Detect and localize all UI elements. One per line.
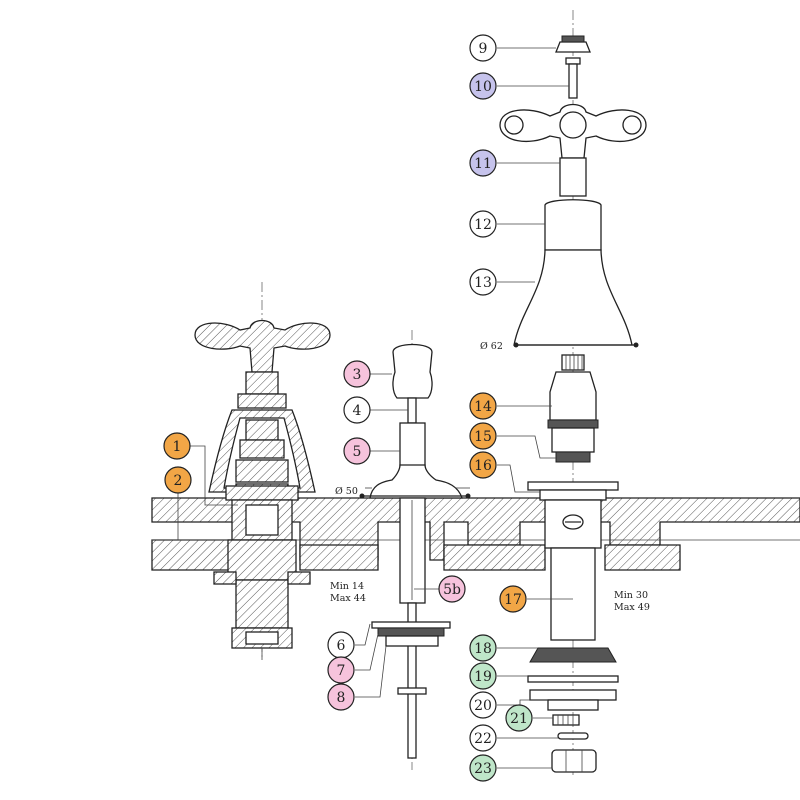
callout-label: 8 <box>337 690 346 706</box>
callout-5b: 5b <box>438 575 466 603</box>
dimension-d62: Ø 62 <box>480 341 639 352</box>
callout-20: 20 <box>469 691 497 719</box>
dim-min-left: Min 14 <box>330 581 364 592</box>
callout-10: 10 <box>469 72 497 100</box>
dim-max-left: Max 44 <box>330 593 366 604</box>
callout-circle <box>469 634 497 662</box>
callout-label: 18 <box>474 641 492 657</box>
callout-label: 1 <box>173 439 182 455</box>
callout-circle <box>469 691 497 719</box>
callout-11: 11 <box>469 149 497 177</box>
callout-label: 16 <box>474 458 492 474</box>
callout-label: 14 <box>474 399 492 415</box>
callout-3: 3 <box>343 360 371 388</box>
callout-circle <box>327 683 355 711</box>
callout-label: 5 <box>353 444 362 460</box>
dim-d62-label: Ø 62 <box>480 341 503 352</box>
callout-4: 4 <box>343 396 371 424</box>
dim-d50-label: Ø 50 <box>335 486 358 497</box>
callout-circle <box>469 662 497 690</box>
callout-label: 23 <box>474 761 492 777</box>
callout-label: 5b <box>443 582 461 598</box>
callout-circle <box>469 210 497 238</box>
callout-circle <box>469 72 497 100</box>
callout-label: 15 <box>474 429 492 445</box>
callout-13: 13 <box>469 268 497 296</box>
dim-max-right: Max 49 <box>614 602 650 613</box>
callout-label: 17 <box>504 592 522 608</box>
callout-label: 13 <box>474 275 492 291</box>
callout-21: 21 <box>505 704 533 732</box>
callout-label: 11 <box>474 156 492 172</box>
callout-label: 21 <box>510 711 528 727</box>
callout-label: 2 <box>174 473 183 489</box>
callout-23: 23 <box>469 754 497 782</box>
callout-label: 22 <box>474 731 492 747</box>
callout-circle <box>469 422 497 450</box>
callout-circle <box>163 432 191 460</box>
callout-circle <box>469 451 497 479</box>
callout-18: 18 <box>469 634 497 662</box>
callout-8: 8 <box>327 683 355 711</box>
callout-circle <box>438 575 466 603</box>
callout-5: 5 <box>343 437 371 465</box>
callout-12: 12 <box>469 210 497 238</box>
callout-label: 10 <box>474 79 492 95</box>
callout-14: 14 <box>469 392 497 420</box>
callout-label: 12 <box>474 217 492 233</box>
callout-circle <box>469 268 497 296</box>
callout-label: 20 <box>474 698 492 714</box>
dim-min-right: Min 30 <box>614 590 648 601</box>
callout-17: 17 <box>499 585 527 613</box>
callout-label: 7 <box>337 663 346 679</box>
dimension-d50: Ø 50 <box>335 486 471 499</box>
callout-circle <box>469 392 497 420</box>
callout-circle <box>164 466 192 494</box>
callout-circle <box>343 360 371 388</box>
callout-16: 16 <box>469 451 497 479</box>
pop-up-assembly <box>365 330 470 770</box>
callout-label: 3 <box>353 367 362 383</box>
callout-label: 19 <box>474 669 492 685</box>
callout-circle <box>469 34 497 62</box>
callout-1: 1 <box>163 432 191 460</box>
callout-circle <box>343 437 371 465</box>
callout-19: 19 <box>469 662 497 690</box>
callout-label: 4 <box>353 403 362 419</box>
callout-6: 6 <box>327 631 355 659</box>
leader-lines <box>177 47 573 769</box>
right-tap-exploded <box>499 10 647 775</box>
callout-circle <box>469 724 497 752</box>
callout-circle <box>469 149 497 177</box>
callout-circle <box>343 396 371 424</box>
callout-2: 2 <box>164 466 192 494</box>
callout-22: 22 <box>469 724 497 752</box>
callout-label: 6 <box>337 638 346 654</box>
callout-circle <box>469 754 497 782</box>
left-tap-assembled <box>194 282 331 660</box>
callout-circle <box>327 656 355 684</box>
callout-circle <box>499 585 527 613</box>
dimension-right-range: Min 30 Max 49 <box>614 590 650 613</box>
callout-15: 15 <box>469 422 497 450</box>
callout-circle <box>505 704 533 732</box>
callout-7: 7 <box>327 656 355 684</box>
callout-9: 9 <box>469 34 497 62</box>
callout-label: 9 <box>479 41 488 57</box>
dimension-left-range: Min 14 Max 44 <box>330 581 366 604</box>
